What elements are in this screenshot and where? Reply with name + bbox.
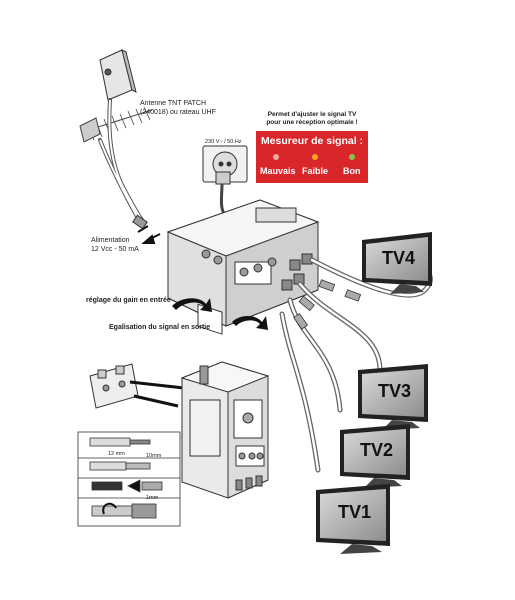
wall-bracket xyxy=(89,363,185,409)
amplifier-front-view xyxy=(180,361,270,499)
tv4-label: TV4 xyxy=(382,248,416,268)
signal-meter: Mesureur de signal : Mauvais Faible Bon xyxy=(256,131,368,183)
cable-prep-steps xyxy=(77,431,181,527)
quality-good-label: Bon xyxy=(343,166,361,176)
power-arrows xyxy=(137,225,161,244)
tv2-label: TV2 xyxy=(360,440,394,460)
equalization-label: Egalisation du signal en sortie xyxy=(109,324,211,331)
power-supply-label: Alimentation 12 Vcc - 50 mA xyxy=(91,237,139,253)
antenna-label: Antenne TNT PATCH (240018) ou rateau UHF xyxy=(140,100,216,116)
quality-weak-icon xyxy=(312,154,318,160)
quality-bad-icon xyxy=(273,154,279,160)
tv1-label: TV1 xyxy=(338,502,372,522)
tv3-screen xyxy=(358,364,428,430)
antenna-patch xyxy=(99,49,137,101)
cable-dim-10mm: 10mm xyxy=(146,453,162,459)
power-socket xyxy=(202,145,248,185)
cable-dim-1mm: 1mm xyxy=(146,495,159,501)
antenna-cable xyxy=(98,98,144,224)
equalization-arrow xyxy=(232,316,268,330)
tv3-label: TV3 xyxy=(378,381,412,401)
tv2-screen xyxy=(340,424,410,488)
gain-arrow xyxy=(172,298,212,312)
rake-antenna xyxy=(79,106,153,143)
tv1-screen xyxy=(316,484,390,554)
quality-weak-label: Faible xyxy=(302,166,329,176)
cable-dim-12mm: 12 mm xyxy=(108,451,125,457)
signal-meter-title: Mesureur de signal : xyxy=(260,135,364,147)
gain-label: réglage du gain en entrée xyxy=(86,297,171,304)
tv4-screen xyxy=(362,232,432,294)
power-socket-label: 230 V~ / 50 Hz xyxy=(205,139,242,145)
adjust-note: Permet d'ajuster le signal TV pour une r… xyxy=(266,111,358,126)
quality-bad-label: Mauvais xyxy=(260,166,296,176)
quality-good-icon xyxy=(349,154,355,160)
